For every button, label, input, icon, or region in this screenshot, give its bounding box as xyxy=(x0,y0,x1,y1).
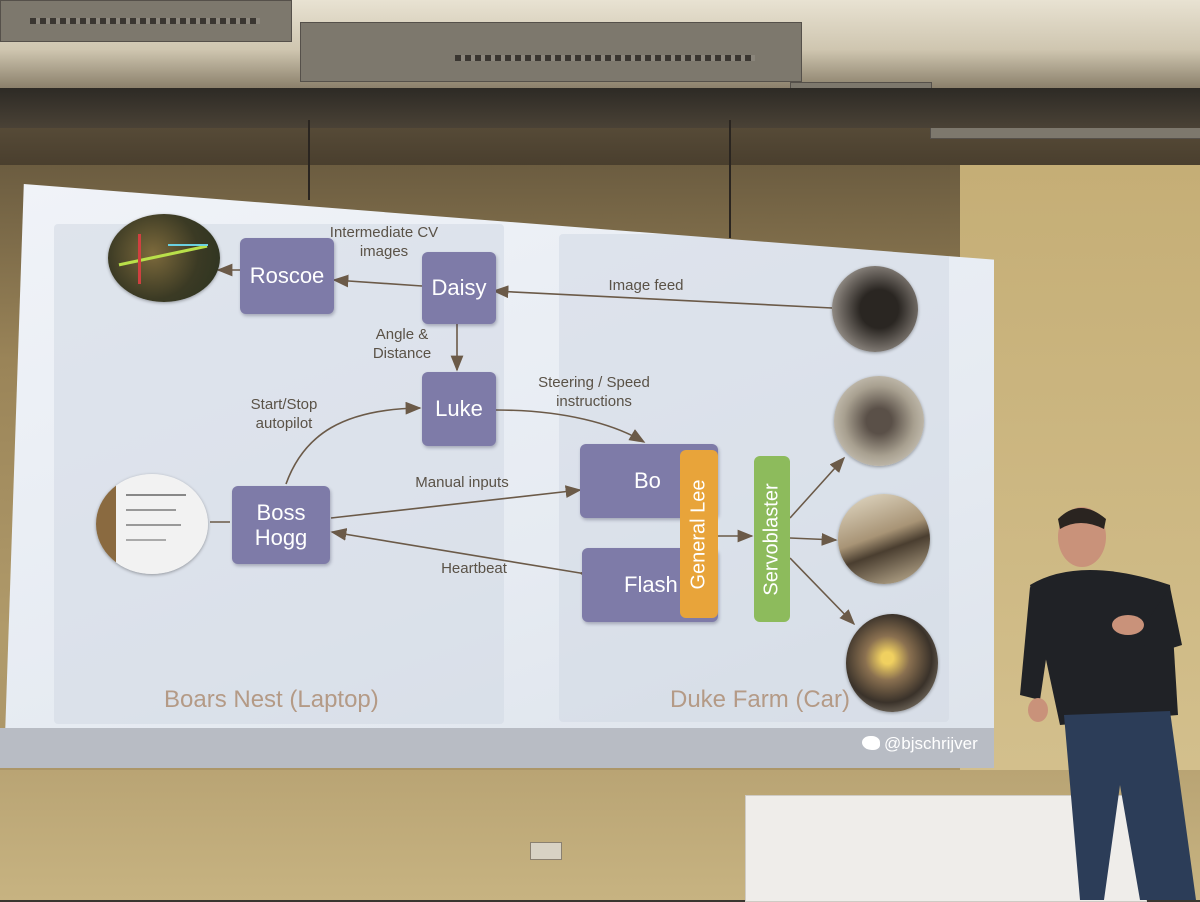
arrow-servo-1 xyxy=(790,458,844,518)
node-roscoe: Roscoe xyxy=(240,238,334,314)
node-boss-hogg: Boss Hogg xyxy=(232,486,330,564)
node-flash-label: Flash xyxy=(624,572,678,598)
arrow-servo-3 xyxy=(790,558,854,624)
label-angle-distance: Angle & Distance xyxy=(372,326,432,362)
projector-wire xyxy=(308,120,310,200)
projection-screen: Roscoe Daisy Luke Boss Hogg Bo Flash Gen… xyxy=(4,184,994,766)
twitter-handle-text: @bjschrijver xyxy=(884,734,978,753)
ceiling xyxy=(0,0,1200,165)
cv-image-photo xyxy=(108,214,220,302)
section-title-car: Duke Farm (Car) xyxy=(670,686,851,713)
label-heartbeat: Heartbeat xyxy=(441,560,507,577)
presenter xyxy=(1020,507,1196,900)
label-start-stop: Start/Stop autopilot xyxy=(250,396,318,432)
label-image-feed: Image feed xyxy=(608,277,684,294)
camera-photo xyxy=(832,266,918,352)
node-servoblaster: Servoblaster xyxy=(754,456,790,622)
arrow-boss-luke xyxy=(286,408,420,484)
power-socket xyxy=(530,842,562,860)
twitter-handle: @bjschrijver xyxy=(862,734,978,754)
arrow-luke-bo xyxy=(496,410,644,442)
arrow-daisy-roscoe xyxy=(334,280,422,286)
ceiling-vent xyxy=(30,18,260,24)
node-bo-label: Bo xyxy=(634,468,661,494)
node-daisy: Daisy xyxy=(422,252,496,324)
slide-footer-bar xyxy=(0,728,994,768)
servo-photo-2 xyxy=(838,494,930,584)
servo-photo-1 xyxy=(834,376,924,466)
arrow-manual-inputs xyxy=(331,490,580,518)
arrow-servo-2 xyxy=(790,538,836,540)
laptop-screen-photo xyxy=(96,474,208,574)
arrow-heartbeat xyxy=(332,532,580,573)
label-steering-speed: Steering / Speed instructions xyxy=(538,374,650,410)
label-intermediate-cv: Intermediate CV images xyxy=(329,224,439,260)
node-general-lee-label: General Lee xyxy=(687,478,710,590)
ceiling-beam xyxy=(0,88,1200,128)
diagram-arrows xyxy=(4,184,994,766)
label-manual-inputs: Manual inputs xyxy=(415,474,509,491)
node-servoblaster-label: Servoblaster xyxy=(760,482,783,596)
projector-wire xyxy=(729,120,731,238)
arrow-image-feed xyxy=(494,291,832,308)
section-title-laptop: Boars Nest (Laptop) xyxy=(164,686,379,713)
servo-photo-3 xyxy=(846,614,938,712)
node-luke: Luke xyxy=(422,372,496,446)
ceiling-panel xyxy=(300,22,802,82)
node-general-lee: General Lee xyxy=(680,450,718,618)
twitter-bird-icon xyxy=(862,736,880,750)
ceiling-vent xyxy=(455,55,755,61)
